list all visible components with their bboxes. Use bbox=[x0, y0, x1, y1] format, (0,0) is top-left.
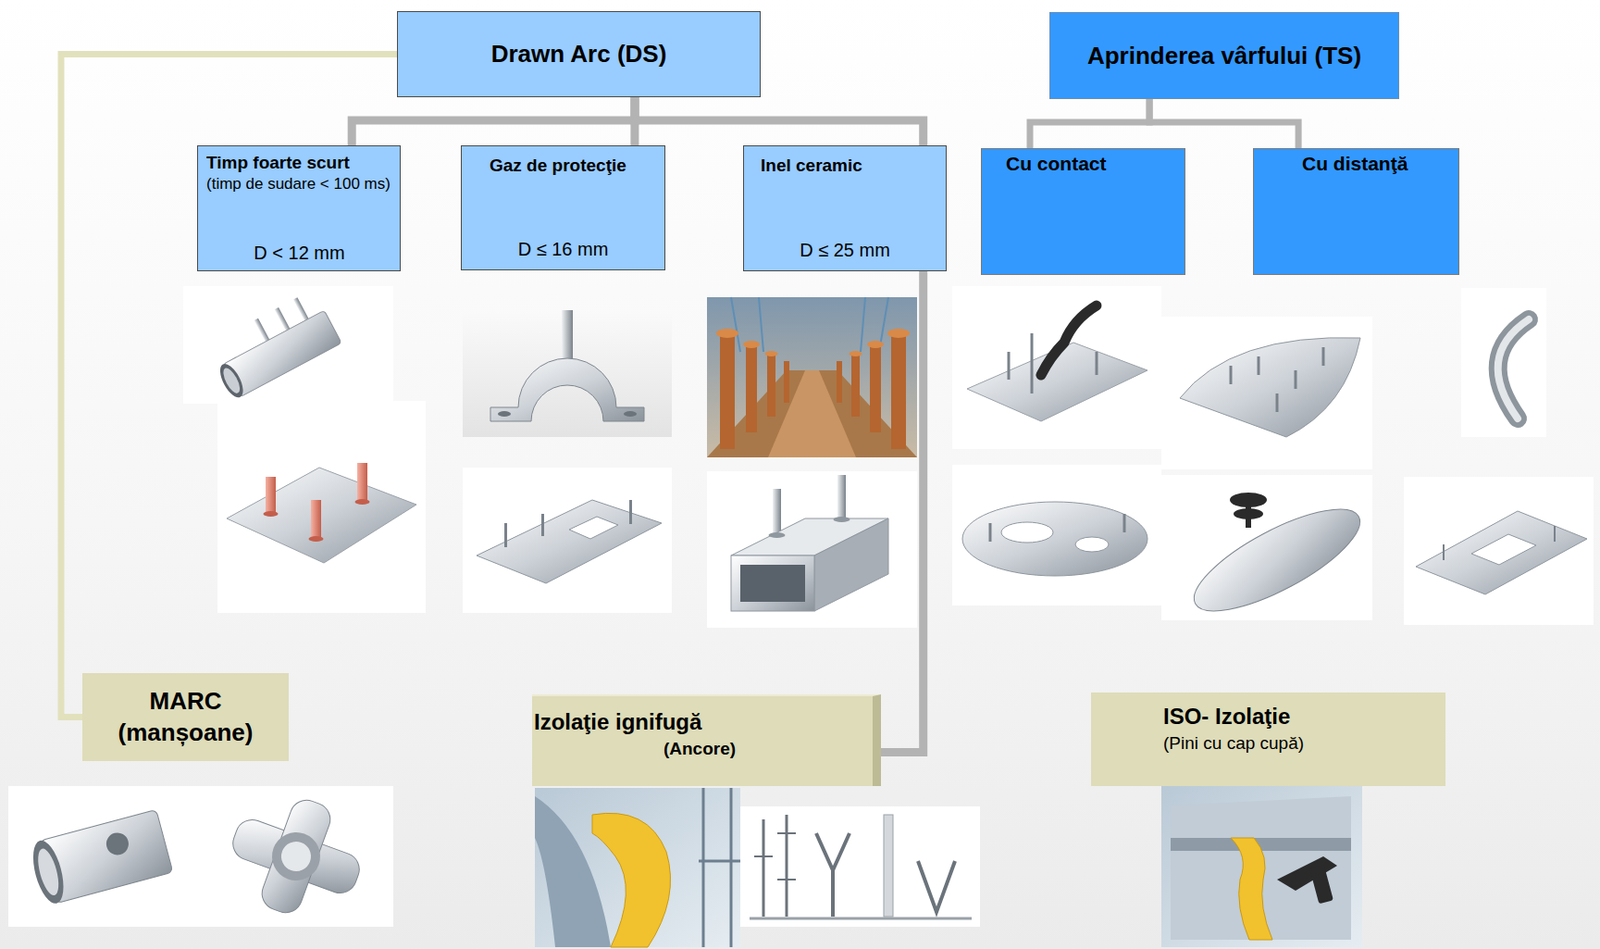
square-tube-with-studs bbox=[706, 471, 918, 628]
application-box: Izolaţie ignifugă (Ancore) bbox=[532, 694, 881, 786]
connector bbox=[880, 271, 924, 752]
box-heading: ISO- Izolaţie bbox=[1163, 703, 1437, 730]
method-box: Aprinderea vârfului (TS) bbox=[1049, 12, 1400, 100]
variant-box: Cu distanţă bbox=[1252, 148, 1460, 275]
box-heading: Timp foarte scurt bbox=[206, 152, 393, 174]
fireproofing-photo bbox=[534, 787, 741, 947]
connector bbox=[61, 54, 397, 718]
variant-box: Timp foarte scurt(timp de sudare < 100 m… bbox=[197, 145, 401, 272]
box-text: (Ancore) bbox=[533, 738, 866, 759]
sleeve-parts bbox=[8, 780, 394, 932]
iron-plate bbox=[1161, 316, 1373, 470]
box-heading: Izolaţie ignifugă bbox=[533, 708, 866, 735]
plate-with-copper-studs bbox=[217, 400, 426, 613]
application-box: ISO- Izolaţie(Pini cu cap cupă) bbox=[1091, 692, 1446, 786]
box-text: D ≤ 25 mm bbox=[751, 239, 939, 261]
sheet-with-studs bbox=[462, 467, 672, 613]
sheet-with-handle bbox=[952, 285, 1162, 449]
tube-with-studs bbox=[183, 285, 394, 404]
connector bbox=[1149, 99, 1299, 149]
box-heading: Cu contact bbox=[1005, 152, 1178, 175]
connector bbox=[351, 97, 635, 146]
variant-box: Gaz de protecţie D ≤ 16 mm bbox=[460, 145, 666, 271]
box-heading: Drawn Arc (DS) bbox=[491, 39, 668, 69]
method-box: Drawn Arc (DS) bbox=[396, 11, 761, 98]
bent-tube bbox=[1461, 287, 1547, 437]
box-text: D ≤ 16 mm bbox=[469, 238, 658, 261]
box-text: (Pini cu cap cupă) bbox=[1163, 732, 1437, 754]
frame-plate bbox=[1403, 476, 1594, 625]
box-heading: Cu distanţă bbox=[1302, 152, 1452, 175]
insulation-pin-photo bbox=[1161, 785, 1363, 947]
box-heading: MARC (manșoane) bbox=[98, 685, 274, 749]
box-text: (timp de sudare < 100 ms) bbox=[206, 173, 393, 196]
box-heading: Aprinderea vârfului (TS) bbox=[1087, 41, 1362, 71]
box-heading: Gaz de protecţie bbox=[469, 153, 629, 178]
anchor-types bbox=[740, 806, 980, 927]
connector bbox=[634, 97, 924, 146]
box-heading: Inel ceramic bbox=[751, 155, 939, 176]
variant-box: Inel ceramic D ≤ 25 mm bbox=[743, 145, 947, 272]
connector bbox=[1029, 99, 1150, 149]
box-text: D < 12 mm bbox=[206, 242, 393, 264]
bridge-photo bbox=[706, 297, 918, 458]
variant-box: Cu contact bbox=[980, 148, 1186, 275]
ring-plate bbox=[952, 464, 1162, 606]
dish-with-knob bbox=[1161, 474, 1373, 630]
application-box: MARC (manșoane) bbox=[82, 672, 289, 761]
pipe-clamp bbox=[462, 310, 672, 437]
